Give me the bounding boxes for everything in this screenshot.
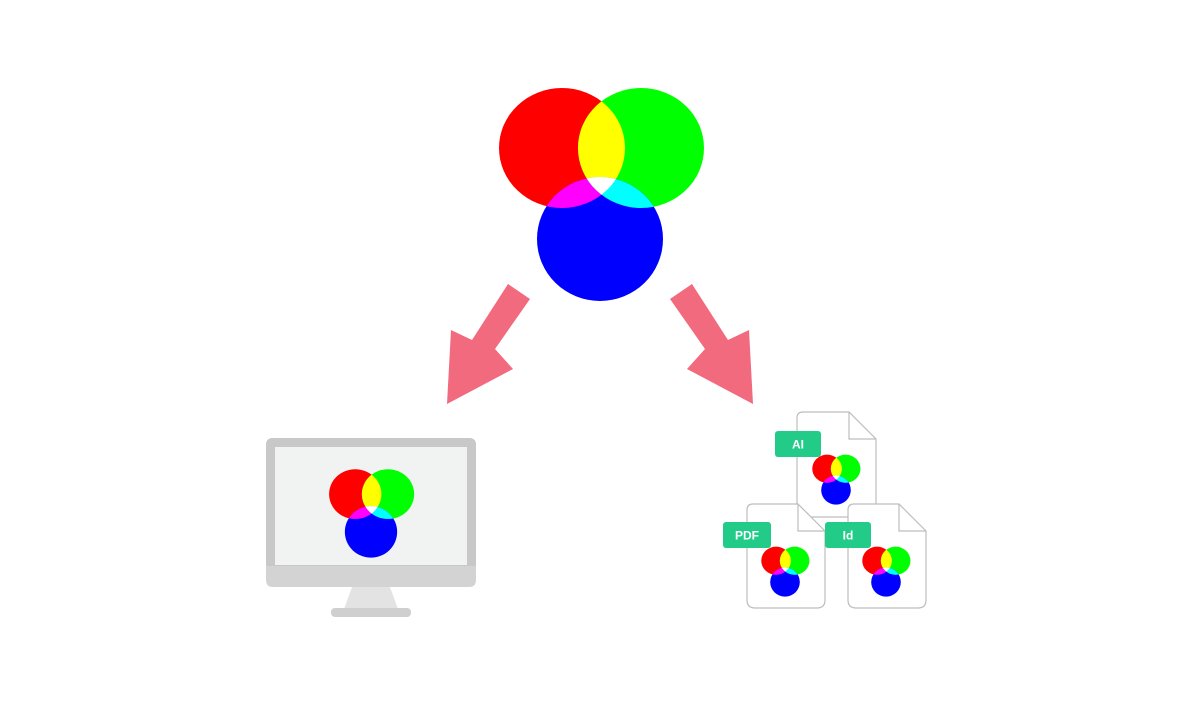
rgb-venn-main xyxy=(499,88,704,301)
file-ai-badge xyxy=(775,431,821,457)
file-pdf-badge xyxy=(723,522,771,548)
file-id-badge xyxy=(825,522,871,548)
file-ai: AI xyxy=(775,411,877,518)
file-pdf: PDF xyxy=(723,503,826,609)
file-id: Id xyxy=(825,503,927,609)
file-pdf-label: PDF xyxy=(735,529,759,543)
file-ai-label: AI xyxy=(792,438,804,452)
monitor-icon xyxy=(266,438,476,617)
file-id-label: Id xyxy=(843,529,854,543)
arrow-to-monitor xyxy=(447,284,530,404)
arrow-to-files xyxy=(670,284,753,404)
